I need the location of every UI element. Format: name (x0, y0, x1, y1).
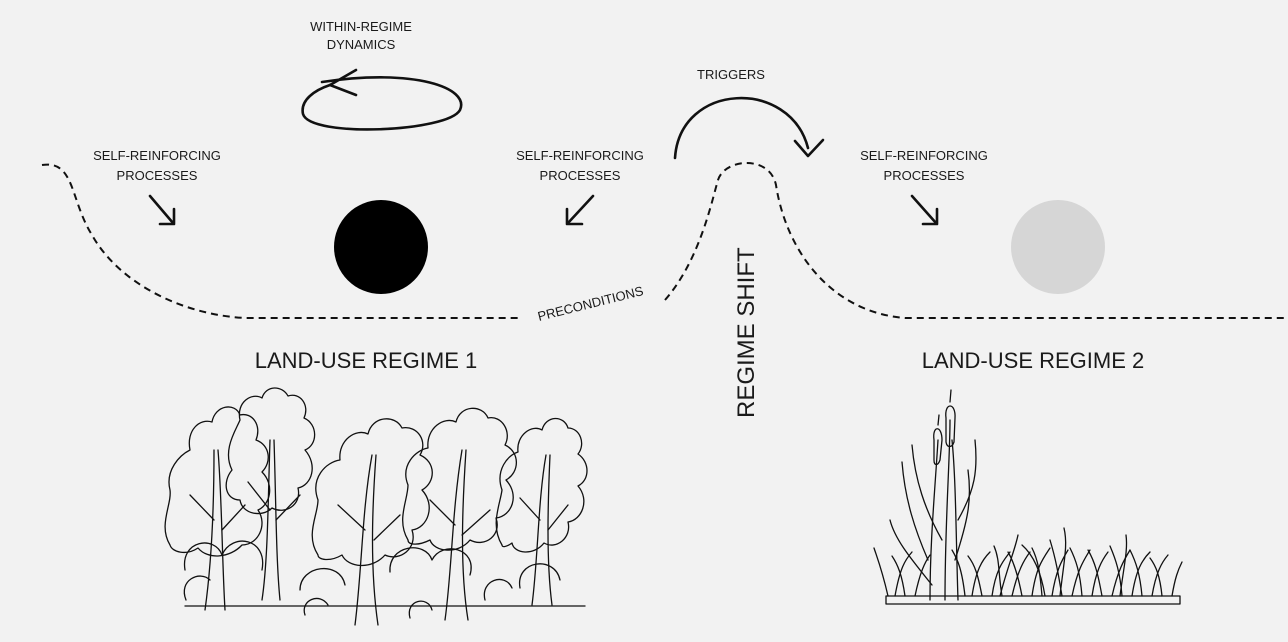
regime1-label: LAND-USE REGIME 1 (255, 348, 478, 373)
srp-left-arrow (148, 194, 176, 226)
within-regime-label-line2: DYNAMICS (327, 37, 396, 52)
regime2-ball (1011, 200, 1105, 294)
regime-shift-label: REGIME SHIFT (733, 247, 760, 418)
srp-mid-arrow (565, 194, 595, 226)
srp-mid-label-line2: PROCESSES (540, 168, 621, 183)
srp-right-label-line2: PROCESSES (884, 168, 965, 183)
regime1-ball (334, 200, 428, 294)
forest-illustration (164, 387, 588, 626)
srp-left-label-line2: PROCESSES (117, 168, 198, 183)
hill-curve (664, 162, 1288, 319)
regime2-label: LAND-USE REGIME 2 (922, 348, 1145, 373)
triggers-arrow (673, 96, 825, 160)
within-regime-loop-arrow (301, 68, 463, 131)
reeds-illustration (873, 389, 1183, 605)
triggers-label: TRIGGERS (697, 67, 765, 82)
within-regime-label-line1: WITHIN-REGIME (310, 19, 412, 34)
landscape-curve (41, 163, 520, 319)
srp-right-arrow (910, 194, 939, 226)
srp-left-label-line1: SELF-REINFORCING (93, 148, 221, 163)
preconditions-label: PRECONDITIONS (536, 283, 645, 324)
srp-right-label-line1: SELF-REINFORCING (860, 148, 988, 163)
srp-mid-label-line1: SELF-REINFORCING (516, 148, 644, 163)
